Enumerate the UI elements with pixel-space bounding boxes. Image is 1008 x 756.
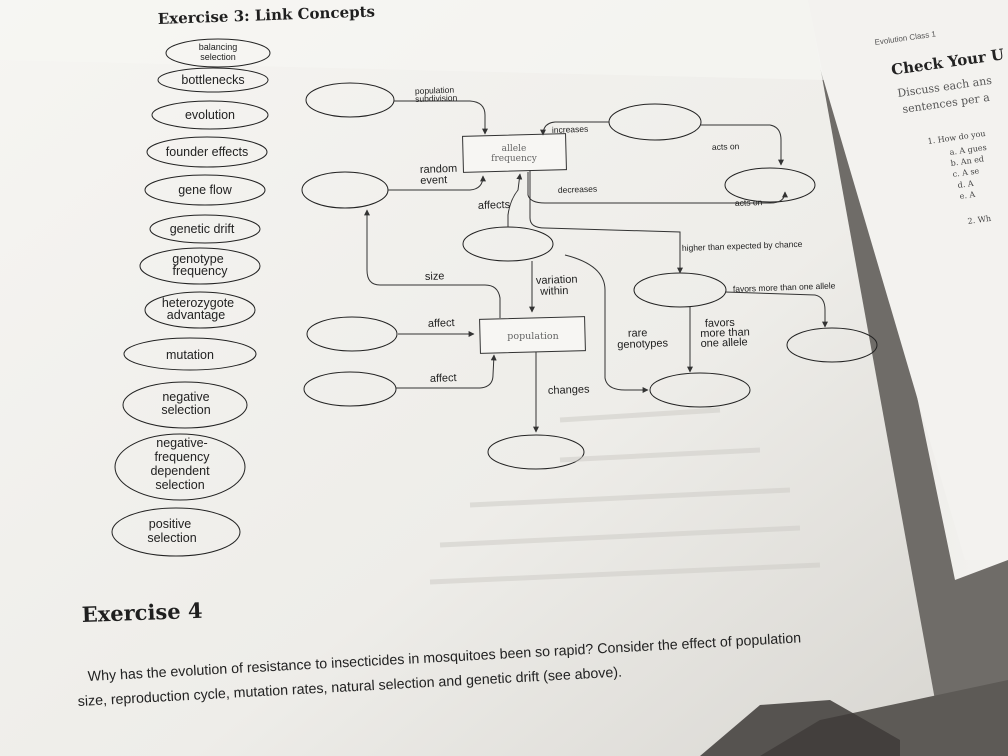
concept-map-labels: populationsubdivision increases acts on … [415, 85, 836, 397]
hand-shadow [700, 700, 900, 756]
blank-oval-left-lower[interactable] [303, 371, 397, 407]
label-affects: affects [478, 199, 511, 212]
side-q1d: d. A [957, 179, 974, 190]
concept-map-arrows [364, 100, 828, 433]
term-oval-founder-effects [146, 136, 268, 168]
label-increases: increases [552, 124, 589, 135]
arrow-decreases [527, 172, 615, 204]
label-affect-2: affect [430, 372, 457, 385]
term-genetic-drift: genetic drift [170, 222, 235, 236]
allele-frequency-box [462, 133, 567, 173]
label-rare-genotypes: raregenotypes [617, 326, 669, 351]
arrow-higher-than-expected [529, 170, 683, 274]
label-changes: changes [548, 384, 590, 397]
blank-oval-bottom[interactable] [487, 434, 585, 470]
label-population-subdivision: populationsubdivision [415, 85, 458, 104]
term-gene-flow: gene flow [178, 183, 232, 197]
arrow-acts-on-1 [700, 124, 784, 166]
term-oval-evolution [151, 100, 269, 130]
arrow-increases [540, 121, 609, 136]
term-oval-mutation [123, 337, 257, 371]
label-size: size [425, 270, 445, 283]
arrow-size [364, 209, 501, 318]
term-founder-effects: founder effects [166, 145, 248, 159]
arrow-rare-genotypes [564, 254, 649, 393]
term-oval-genetic-drift [149, 214, 261, 244]
label-random-event: randomevent [420, 163, 458, 187]
blank-oval-far-right[interactable] [786, 327, 878, 363]
arrow-favors [724, 291, 828, 328]
bleed-through-lines [429, 407, 821, 585]
term-oval-negative-selection [122, 381, 248, 429]
side-q1e: e. A [959, 190, 976, 201]
arrow-acts-on-2 [615, 191, 788, 204]
term-oval-bottlenecks [157, 67, 269, 93]
blank-oval-left-middle[interactable] [306, 316, 398, 352]
arrow-affects [507, 173, 523, 227]
population-label: population [507, 331, 558, 342]
label-favors-more-than-one-allele: favors more than one allele [733, 280, 836, 294]
blank-oval-right-lower[interactable] [649, 372, 751, 408]
label-higher-than-expected: higher than expected by chance [682, 239, 803, 253]
label-acts-on-1: acts on [712, 141, 740, 152]
term-oval-negative-frequency-dependent-selection [114, 433, 246, 501]
side-q1c: c. A se [952, 166, 980, 179]
label-acts-on-2: acts on [735, 197, 763, 208]
blank-oval-top-left[interactable] [305, 82, 395, 118]
term-oval-heterozygote-advantage [144, 291, 256, 329]
label-favors-more-than-one-allele-2: favorsmore thanone allele [700, 316, 751, 350]
term-bottlenecks: bottlenecks [181, 73, 244, 87]
term-oval-gene-flow [144, 174, 266, 206]
term-mutation: mutation [166, 348, 214, 362]
term-oval-balancing-selection [165, 38, 271, 68]
population-box [479, 316, 586, 354]
exercise4-title: Exercise 4 [81, 598, 203, 627]
arrow-affect-2 [396, 354, 497, 389]
blank-oval-right-upper[interactable] [724, 167, 816, 203]
arrow-subdivision [394, 100, 488, 135]
term-oval-genotype-frequency [139, 247, 261, 285]
term-oval-positive-selection [111, 507, 241, 557]
label-affect-1: affect [428, 317, 455, 330]
side-page: Evolution Class 1 Check Your U Discuss e… [740, 0, 1008, 580]
label-variation-within: variationwithin [536, 274, 578, 298]
arrow-random-event [388, 175, 486, 191]
label-decreases: decreases [558, 184, 598, 195]
term-evolution: evolution [185, 108, 235, 122]
side-q2: 2. Wh [967, 214, 992, 226]
